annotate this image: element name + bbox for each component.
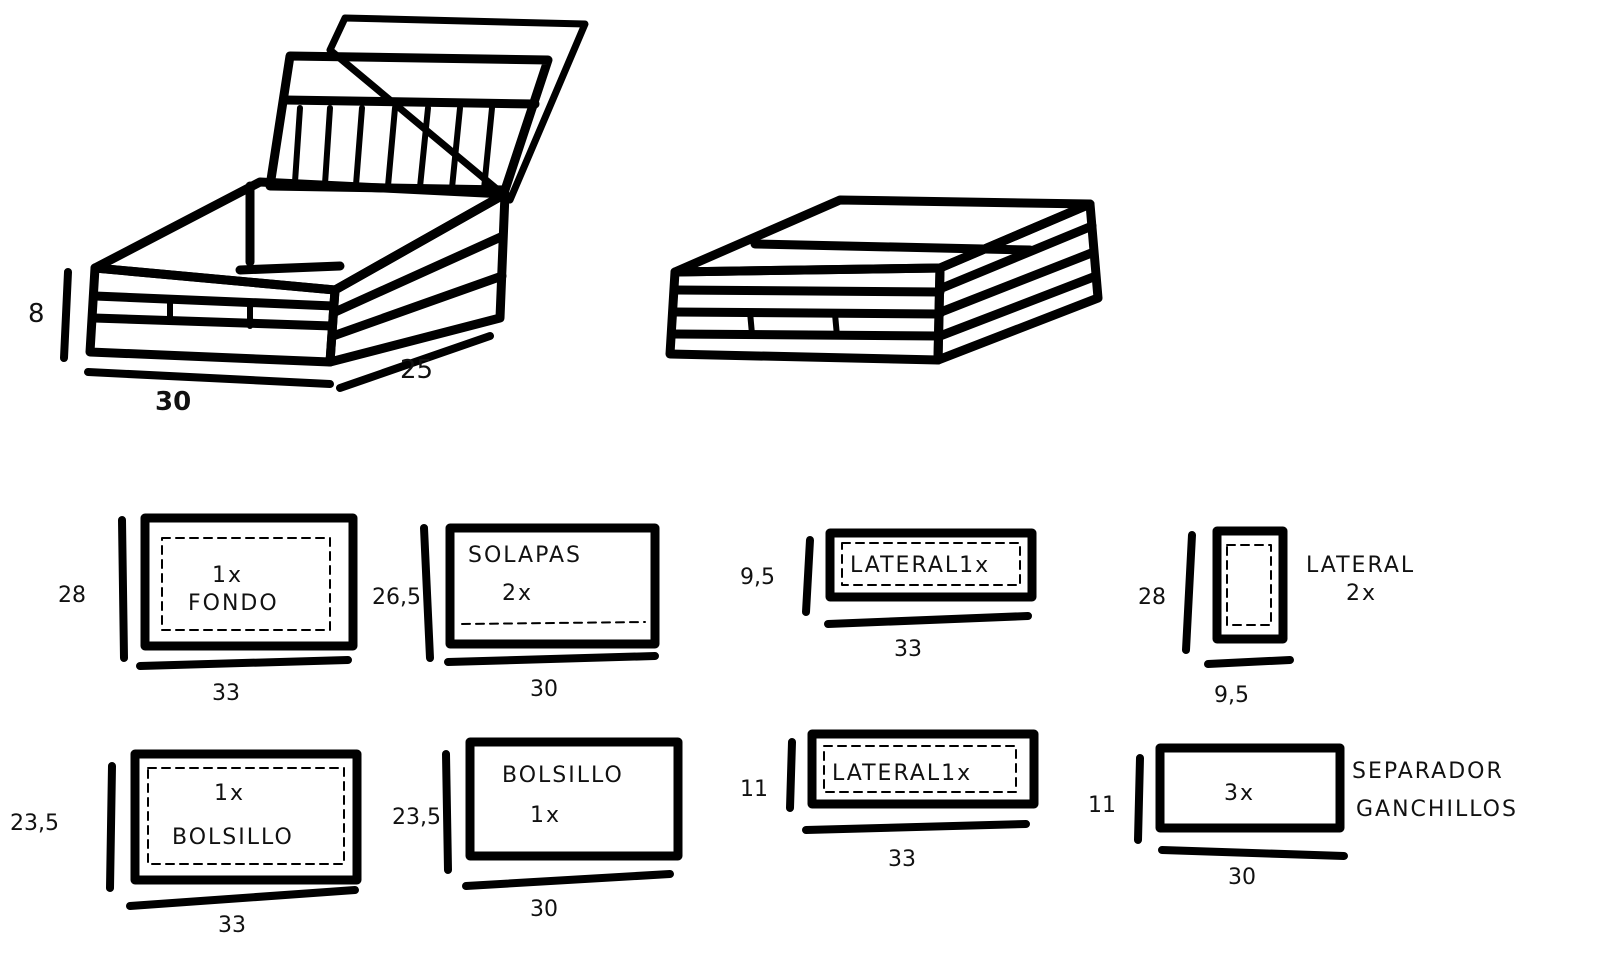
piece-separador-line3: GANCHILLOS — [1356, 797, 1518, 822]
piece-lateral-tall — [786, 729, 1039, 834]
piece-solapas-line1: SOLAPAS — [468, 543, 582, 568]
piece-solapas-width: 30 — [530, 677, 558, 702]
box-height-label: 8 — [28, 299, 45, 329]
piece-bolsillo-a-line1: 1x — [214, 781, 245, 806]
piece-bolsillo-b-line2: 1x — [530, 803, 561, 828]
piece-solapas — [420, 523, 660, 666]
piece-bolsillo-a-width: 33 — [218, 913, 246, 938]
piece-separador-line1: 3x — [1224, 781, 1255, 806]
piece-fondo-line1: 1x — [212, 563, 243, 588]
piece-separador — [1134, 743, 1348, 860]
piece-lateral-narrow — [1182, 526, 1294, 668]
piece-bolsillo-a-line2: BOLSILLO — [172, 825, 294, 850]
box-depth-label: 25 — [400, 355, 433, 385]
piece-lateral-tall-width: 33 — [888, 847, 916, 872]
piece-lateral-narrow-line2: 2x — [1346, 581, 1377, 606]
piece-fondo-height: 28 — [58, 583, 86, 608]
piece-lateral-short-line1: LATERAL1x — [850, 553, 990, 578]
piece-lateral-narrow-height: 28 — [1138, 585, 1166, 610]
piece-separador-height: 11 — [1088, 793, 1116, 818]
piece-lateral-tall-height: 11 — [740, 777, 768, 802]
piece-fondo-width: 33 — [212, 681, 240, 706]
piece-lateral-short — [802, 528, 1037, 628]
piece-lateral-narrow-line1: LATERAL — [1306, 553, 1415, 578]
piece-fondo-line2: FONDO — [188, 591, 279, 616]
piece-bolsillo-b-width: 30 — [530, 897, 558, 922]
piece-lateral-short-height: 9,5 — [740, 565, 775, 590]
piece-bolsillo-b-height: 23,5 — [392, 805, 441, 830]
box-width-label: 30 — [155, 387, 191, 417]
piece-lateral-narrow-width: 9,5 — [1214, 683, 1249, 708]
piece-bolsillo-b-line1: BOLSILLO — [502, 763, 624, 788]
piece-solapas-line2: 2x — [502, 581, 533, 606]
closed-box-drawing — [665, 195, 1103, 365]
piece-fondo — [118, 513, 358, 670]
piece-bolsillo-a-height: 23,5 — [10, 811, 59, 836]
open-box-drawing — [60, 14, 589, 392]
piece-lateral-tall-line1: LATERAL1x — [832, 761, 972, 786]
piece-bolsillo-b — [442, 737, 683, 890]
piece-solapas-height: 26,5 — [372, 585, 421, 610]
piece-lateral-short-width: 33 — [894, 637, 922, 662]
piece-bolsillo-a — [106, 749, 362, 910]
piece-separador-width: 30 — [1228, 865, 1256, 890]
piece-separador-line2: SEPARADOR — [1352, 759, 1504, 784]
